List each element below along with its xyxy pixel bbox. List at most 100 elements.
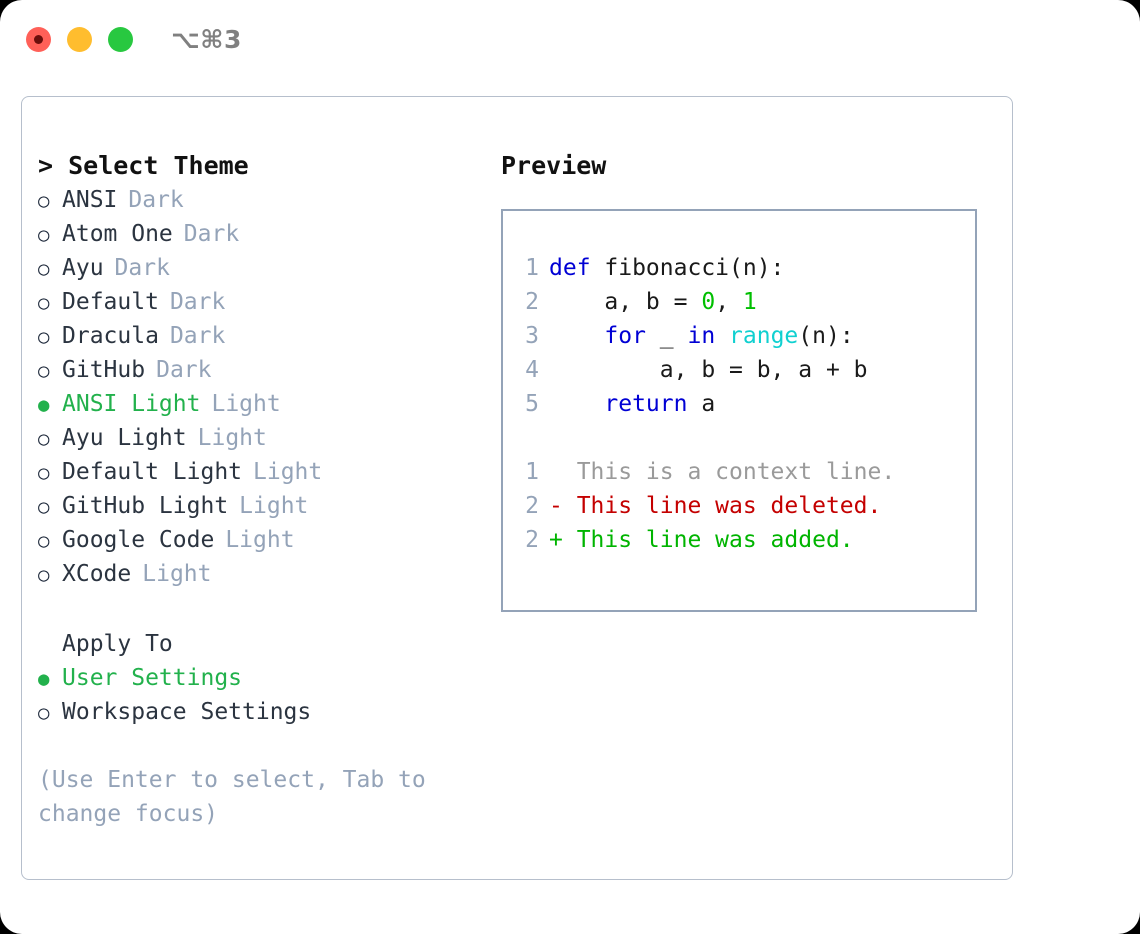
theme-list-item[interactable]: ○ Google Code Light: [38, 523, 498, 557]
code-line-text: - This line was deleted.: [549, 489, 881, 523]
title-bar: ⌥⌘3: [0, 0, 1140, 78]
code-line-text: for _ in range(n):: [549, 319, 854, 353]
theme-list-item[interactable]: ○ Default Light Light: [38, 455, 498, 489]
theme-list-item[interactable]: ○ GitHub Dark: [38, 353, 498, 387]
line-number: 5: [525, 391, 539, 417]
minimize-button-icon[interactable]: [67, 26, 92, 52]
theme-selector-header: > Select Theme: [38, 151, 249, 180]
theme-name-label: Atom One: [62, 221, 173, 247]
theme-kind-label: Dark: [183, 221, 240, 247]
code-line: 2 - This line was deleted.: [503, 489, 975, 523]
code-line: 1 This is a context line.: [503, 455, 975, 489]
code-token-id: fibonacci(n):: [590, 255, 785, 281]
code-token-id: (n):: [798, 323, 854, 349]
code-token-id: a, b =: [549, 289, 702, 315]
theme-list-item[interactable]: ○ Atom One Dark: [38, 217, 498, 251]
radio-unselected-icon: ○: [38, 428, 50, 450]
code-token-kw: def: [549, 255, 591, 281]
theme-list-item[interactable]: ○ Dracula Dark: [38, 319, 498, 353]
apply-to-list-item[interactable]: ●User Settings: [38, 661, 498, 695]
theme-kind-label: Dark: [114, 255, 170, 281]
radio-unselected-icon: ○: [38, 702, 50, 724]
radio-unselected-icon: ○: [38, 258, 50, 280]
theme-kind-label: Dark: [156, 357, 212, 383]
theme-name-label: Dracula: [62, 323, 159, 349]
apply-to-label: User Settings: [62, 665, 243, 691]
radio-unselected-icon: ○: [38, 462, 50, 484]
theme-kind-label: Light: [239, 493, 309, 519]
code-line-text: This is a context line.: [549, 455, 896, 489]
code-token-id: [549, 391, 604, 417]
radio-unselected-icon: ○: [38, 292, 50, 314]
code-token-id: _: [645, 323, 688, 349]
radio-unselected-icon: ○: [38, 564, 50, 586]
theme-name-label: Ayu: [62, 255, 104, 281]
apply-to-list-item[interactable]: ○Workspace Settings: [38, 695, 498, 729]
theme-kind-label: Light: [142, 561, 212, 587]
radio-unselected-icon: ○: [38, 326, 50, 348]
maximize-button-icon[interactable]: [108, 26, 133, 52]
theme-kind-label: Dark: [169, 323, 226, 349]
code-token-del: - This line was deleted.: [549, 493, 882, 519]
theme-list-item[interactable]: ○ XCode Light: [38, 557, 498, 591]
code-token-id: [715, 323, 729, 349]
theme-name-label: GitHub: [62, 357, 146, 383]
code-token-kw: for: [604, 323, 646, 349]
radio-unselected-icon: ○: [38, 224, 50, 246]
keyboard-shortcut-label: ⌥⌘3: [171, 24, 242, 54]
code-token-add: + This line was added.: [549, 527, 854, 553]
theme-kind-label: Dark: [128, 187, 184, 213]
code-line: 2 a, b = 0, 1: [503, 285, 975, 319]
theme-name-label: Google Code: [62, 527, 215, 553]
theme-name-label: ANSI: [62, 187, 118, 213]
theme-name-label: GitHub Light: [62, 493, 229, 519]
code-token-num: 0: [701, 289, 716, 315]
radio-selected-icon: ●: [38, 394, 50, 416]
code-token-kw: in: [687, 323, 716, 349]
line-number: 2: [525, 527, 539, 553]
line-number: 2: [525, 493, 539, 519]
theme-list-item[interactable]: ○ Ayu Dark: [38, 251, 498, 285]
code-token-id: ,: [715, 289, 743, 315]
code-token-id: a, b = b, a + b: [549, 357, 868, 383]
keyboard-hint-text: (Use Enter to select, Tab to change focu…: [38, 767, 426, 827]
code-line-text: def fibonacci(n):: [549, 251, 784, 285]
code-line: 3 for _ in range(n):: [503, 319, 975, 353]
theme-name-label: XCode: [62, 561, 132, 587]
code-line-text: + This line was added.: [549, 523, 854, 557]
line-number: 3: [525, 323, 539, 349]
code-token-fn: range: [729, 323, 799, 349]
code-line: 2 + This line was added.: [503, 523, 975, 557]
radio-unselected-icon: ○: [38, 496, 50, 518]
code-token-num: 1: [742, 289, 757, 315]
apply-to-list[interactable]: ●User Settings○Workspace Settings: [38, 661, 498, 729]
theme-kind-label: Light: [211, 391, 281, 417]
theme-name-label: Default: [62, 289, 159, 315]
theme-kind-label: Light: [253, 459, 323, 485]
apply-to-title: Apply To: [62, 631, 173, 657]
theme-name-label: Ayu Light: [62, 425, 187, 451]
code-token-id: a: [687, 391, 716, 417]
radio-unselected-icon: ○: [38, 360, 50, 382]
theme-kind-label: Light: [225, 527, 295, 553]
theme-list-item[interactable]: ○ GitHub Light Light: [38, 489, 498, 523]
code-line: 5 return a: [503, 387, 975, 421]
theme-name-label: Default Light: [62, 459, 243, 485]
code-token-ctx: This is a context line.: [549, 459, 896, 485]
code-token-kw: return: [604, 391, 688, 417]
line-number: [503, 421, 549, 455]
close-button-icon[interactable]: [26, 26, 51, 52]
line-number: 1: [525, 459, 539, 485]
radio-unselected-icon: ○: [38, 530, 50, 552]
